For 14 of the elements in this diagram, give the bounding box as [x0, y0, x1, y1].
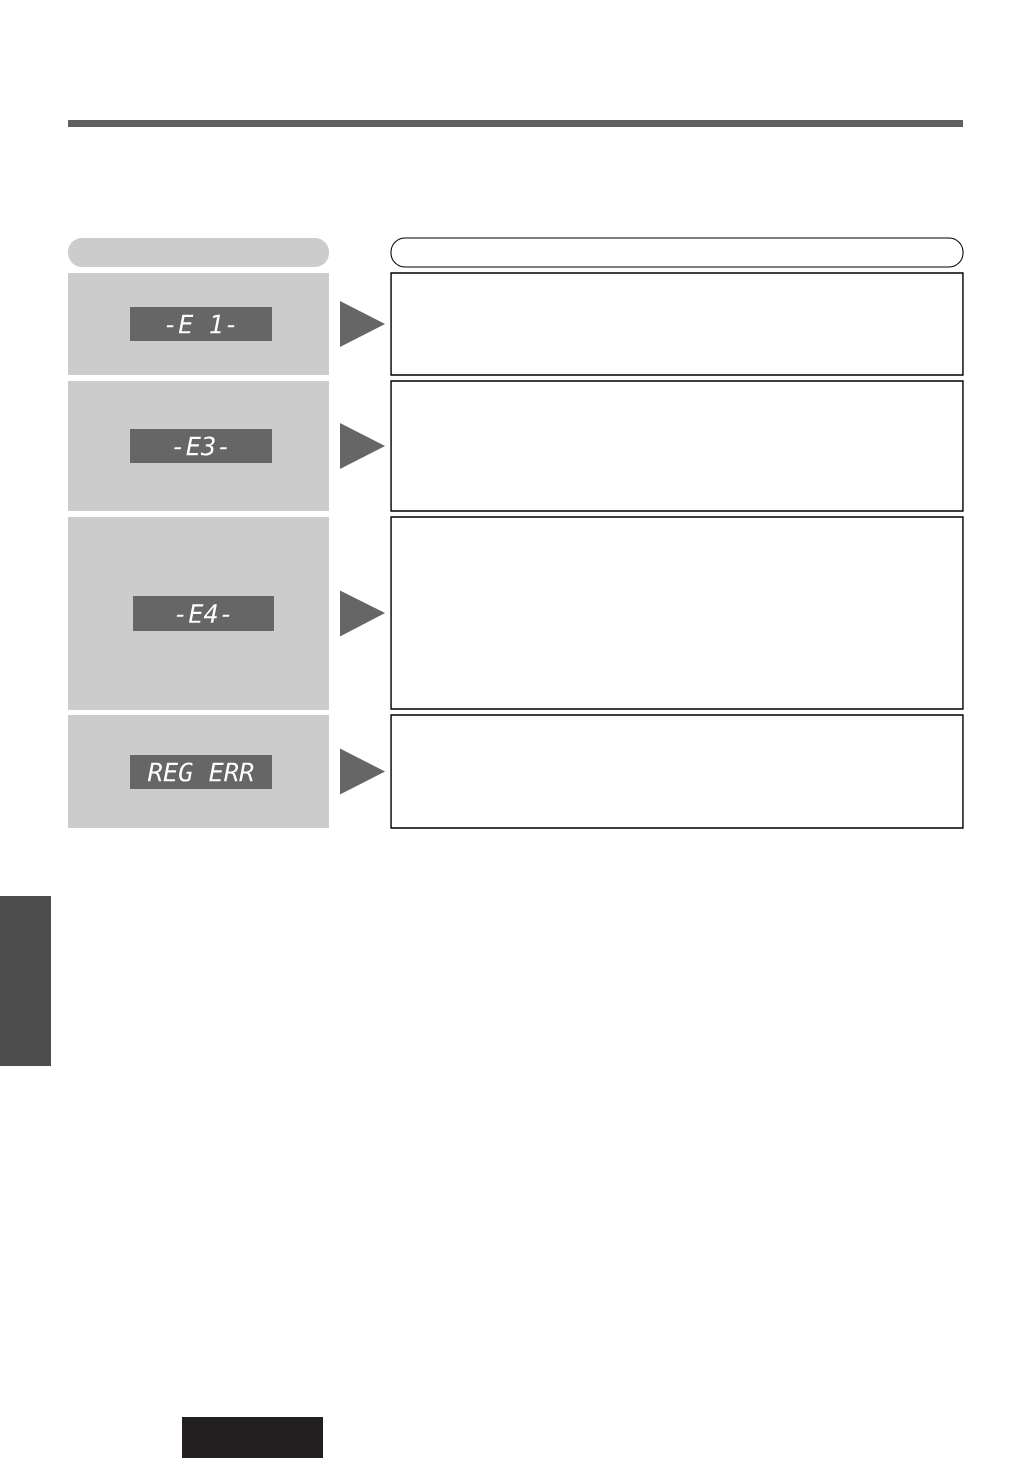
arrow	[340, 301, 386, 347]
lcd-display: -E4-	[133, 596, 274, 631]
lcd-display: -E3-	[130, 429, 272, 463]
arrow	[340, 423, 386, 469]
side-tab	[0, 896, 51, 1066]
lcd-display: -E 1-	[130, 307, 272, 341]
display-panel	[68, 517, 329, 710]
arrow	[340, 748, 386, 795]
arrow	[340, 590, 386, 637]
text-box	[390, 516, 964, 710]
text-box	[390, 380, 964, 512]
lcd-display: REG ERR	[130, 755, 272, 789]
text-box	[390, 272, 964, 376]
text-box	[390, 714, 964, 829]
